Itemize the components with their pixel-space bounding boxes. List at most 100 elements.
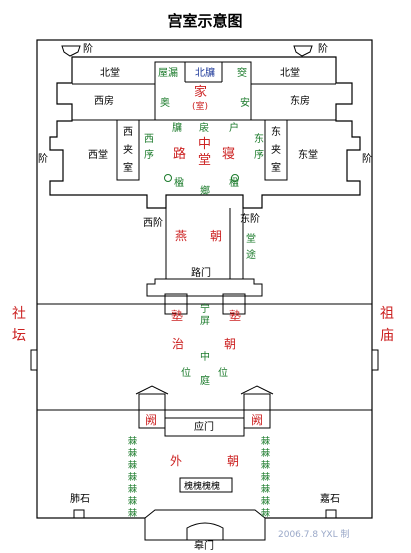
label-wulou: 屋漏: [158, 67, 178, 79]
ji-right-2: 棘: [261, 448, 270, 459]
label-lu-men: 路门: [191, 266, 211, 279]
label-shi: (室): [192, 100, 208, 112]
label-yan: 燕: [175, 229, 187, 243]
label-miao: 庙: [380, 328, 394, 344]
label-zhong-ting-1: 中: [200, 350, 210, 363]
label-an: 安: [240, 96, 250, 109]
label-fei-shi: 肺石: [70, 493, 90, 505]
label-tan: 坛: [12, 328, 26, 344]
label-zhi-chao: 朝: [224, 337, 236, 351]
ji-left-3: 棘: [128, 460, 137, 471]
label-east-hall: 东堂: [298, 148, 318, 161]
east-notch: [371, 349, 379, 371]
label-wai: 外: [170, 454, 182, 468]
label-yong: 牖: [172, 122, 182, 134]
label-west-xu-2: 序: [144, 148, 154, 161]
label-ying-1: 楹: [174, 176, 184, 189]
ne-stair: [293, 45, 313, 57]
label-east-side-2: 夹: [271, 143, 281, 156]
label-ne-stair: 阶: [318, 42, 328, 55]
label-east-room: 东房: [290, 94, 310, 107]
gao-men-gate: [144, 509, 266, 541]
ji-right-1: 棘: [261, 436, 270, 447]
diagram-title: 宫室示意图: [167, 12, 242, 30]
label-tang-tu-1: 堂: [246, 233, 256, 245]
label-north-hall-e: 北堂: [280, 67, 300, 79]
label-north-yong: 北牖: [195, 67, 215, 79]
que-right-box: [243, 393, 271, 429]
label-que-right: 阙: [251, 413, 263, 427]
nw-stair: [61, 45, 81, 57]
label-west-side-3: 室: [123, 161, 133, 174]
label-ping: 屏: [200, 315, 210, 327]
east-side-room: [264, 119, 288, 181]
label-yao: 窔: [237, 66, 247, 79]
label-zhong-tang-2: 堂: [198, 153, 211, 168]
label-hu: 户: [229, 121, 239, 134]
label-east-stair: 东阶: [240, 212, 260, 225]
watermark: 2006.7.8 YXL 制: [278, 528, 349, 540]
label-e-stair: 阶: [362, 152, 372, 165]
que-left-roof: [135, 385, 169, 395]
label-qin: 寝: [222, 146, 235, 162]
label-zhi: 治: [172, 337, 184, 351]
label-gao-men: 皋门: [194, 539, 214, 552]
label-zhong-tang-1: 中: [198, 137, 211, 152]
ji-left-1: 棘: [128, 436, 137, 447]
label-w-stair: 阶: [38, 152, 48, 165]
label-xiang: 鄉: [200, 184, 210, 197]
ji-left-4: 棘: [128, 472, 137, 483]
ji-right-4: 棘: [261, 472, 270, 483]
ji-columns: 棘 棘 棘 棘 棘 棘 棘 棘 棘 棘 棘 棘 棘 棘: [128, 436, 270, 519]
label-west-stair: 西阶: [143, 216, 163, 229]
label-wei-right: 位: [218, 366, 228, 379]
label-ao: 奥: [160, 96, 170, 109]
label-lu: 路: [173, 146, 186, 162]
pillar-right: [231, 174, 239, 182]
label-zu: 祖: [380, 306, 394, 322]
west-side-room: [116, 119, 140, 181]
label-north-hall-w: 北堂: [100, 67, 120, 79]
ji-left-6: 棘: [128, 496, 137, 507]
label-ying-men: 应门: [194, 420, 214, 433]
fei-shi-marker: [73, 509, 85, 519]
label-jia-shi: 嘉石: [320, 492, 340, 505]
label-west-room: 西房: [94, 94, 114, 107]
pillar-left: [164, 174, 172, 182]
lu-men-gate: [146, 278, 263, 297]
label-zhong-ting-2: 庭: [200, 374, 210, 387]
label-que-left: 阙: [145, 413, 157, 427]
jia-room: [154, 61, 252, 121]
label-wei-left: 位: [181, 366, 191, 379]
ying-men-gate: [164, 417, 245, 437]
label-ning: 宁: [200, 302, 210, 315]
west-notch: [30, 349, 38, 371]
label-jia: 家: [194, 84, 207, 100]
ji-left-2: 棘: [128, 448, 137, 459]
label-chao: 朝: [210, 229, 222, 243]
ji-right-6: 棘: [261, 496, 270, 507]
jia-shi-marker: [325, 509, 337, 519]
label-east-xu-2: 序: [254, 148, 264, 161]
label-tang-tu-2: 途: [246, 248, 256, 261]
label-yi: 扆: [199, 121, 209, 134]
label-shu-left: 塾: [171, 308, 183, 323]
ji-left-5: 棘: [128, 484, 137, 495]
label-east-side-3: 室: [271, 161, 281, 174]
ji-right-3: 棘: [261, 460, 270, 471]
label-ying-2: 楹: [229, 176, 239, 189]
ji-right-7: 棘: [261, 508, 270, 519]
huai-row-box: [179, 477, 233, 493]
label-shu-right: 塾: [229, 308, 241, 323]
label-west-side-1: 西: [123, 127, 133, 138]
label-west-xu-1: 西: [144, 134, 154, 145]
gao-men-arch: [186, 522, 224, 540]
label-east-xu-1: 东: [254, 132, 264, 145]
huai-row: 槐槐槐槐: [184, 480, 220, 492]
label-wai-chao: 朝: [227, 454, 239, 468]
que-right-roof: [240, 385, 274, 395]
ji-left-7: 棘: [128, 508, 137, 519]
ji-right-5: 棘: [261, 484, 270, 495]
label-west-side-2: 夹: [123, 143, 133, 156]
